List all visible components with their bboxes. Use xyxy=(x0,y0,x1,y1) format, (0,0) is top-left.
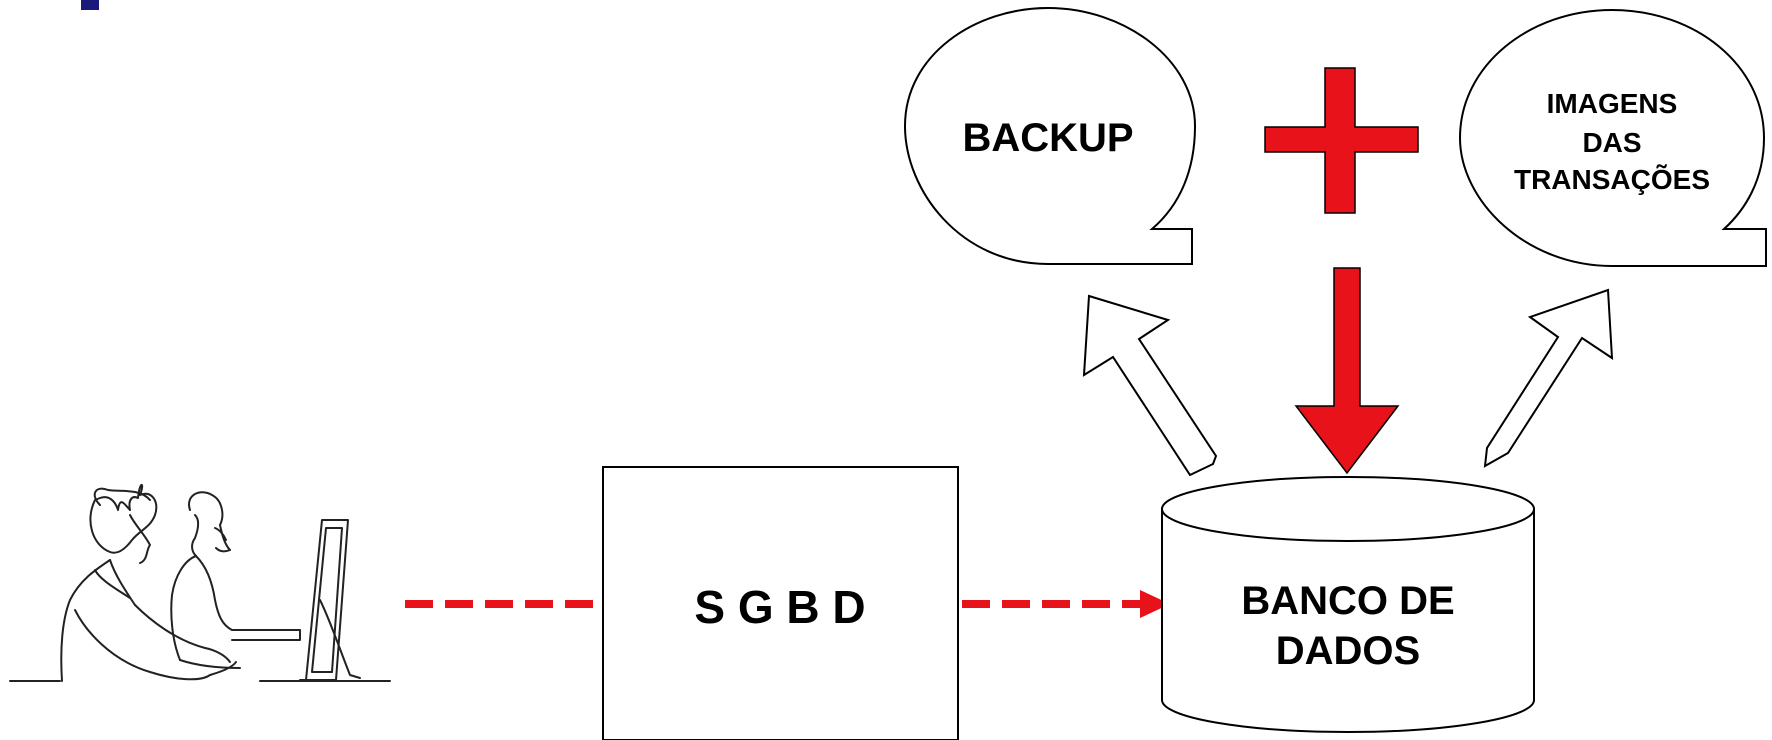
sgbd-label: S G B D xyxy=(694,581,865,633)
arrow-down-icon xyxy=(1294,267,1400,475)
images-label-line1: IMAGENS xyxy=(1547,88,1678,119)
plus-icon xyxy=(1264,67,1419,214)
users-at-computer-icon xyxy=(9,483,391,682)
database-label-line1: BANCO DE xyxy=(1241,579,1454,623)
database-label-line2: DADOS xyxy=(1276,629,1420,673)
images-speech-bubble xyxy=(1458,8,1767,267)
backup-speech-bubble xyxy=(903,6,1197,265)
outlined-arrow-to-backup-icon xyxy=(1082,294,1218,477)
arrowhead-right-icon xyxy=(1140,590,1170,618)
title-bar-fragment xyxy=(81,0,99,10)
outlined-arrow-to-images-icon xyxy=(1483,288,1614,468)
images-label-line2: DAS xyxy=(1582,127,1641,158)
images-label-line3: TRANSAÇÕES xyxy=(1514,164,1710,195)
sgbd-box xyxy=(602,466,959,740)
backup-label: BACKUP xyxy=(962,116,1133,160)
database-cylinder xyxy=(1161,476,1535,733)
